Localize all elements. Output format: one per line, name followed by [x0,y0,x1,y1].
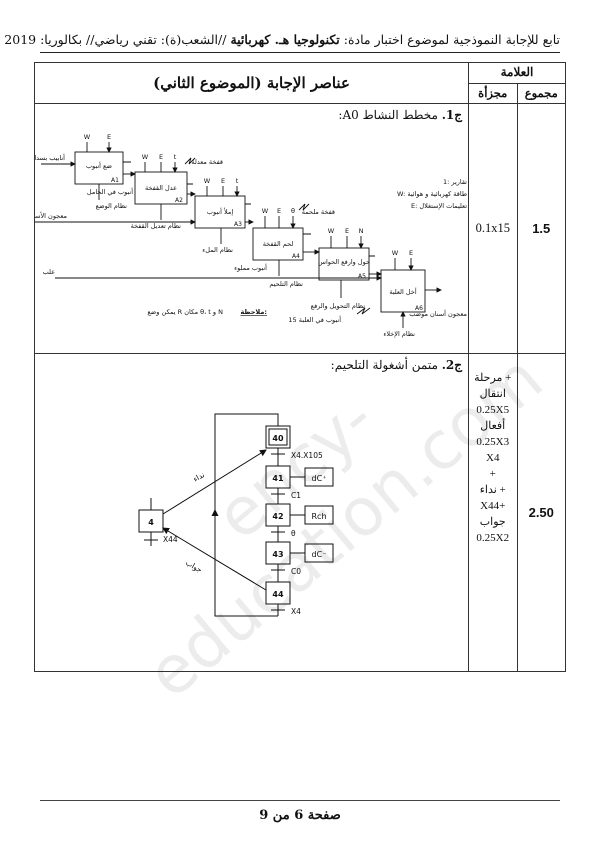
header-prefix: تابع للإجابة النموذجية لموضوع اختبار ماد… [343,32,560,47]
note-label: ملاحظة: [240,308,267,316]
step-44: 44 [272,590,284,599]
note-text: يمكن وضع R مكان θ، t و N [147,308,223,316]
answer-table: عناصر الإجابة (الموضوع الثاني) العلامة م… [34,62,566,672]
trans-c1: C1 [291,491,301,500]
step-4: 4 [148,518,154,527]
trans-x4-x105: X4.X105 [291,451,323,460]
trans-c0: C0 [291,567,301,576]
page-number: صفحة 6 من 9 [259,808,341,823]
trans-x44: X44 [163,535,178,544]
row1-content: ج1. مخطط النشاط A0: [34,103,469,354]
legend-w: W: طاقة كهربائية و هوائية [397,190,467,198]
input-paste: معجون الأسنان [35,211,67,220]
action-dc-plus: dC⁺ [312,474,327,483]
svg-text:W: W [392,249,399,257]
header-branch: //الشعب(ة): تقني رياضي// بكالوريا: 2019 [4,32,227,47]
txt-qafkha: قفخة معدلة [191,158,223,166]
trans-theta: θ [291,529,296,538]
marks-header: العلامة [468,62,566,84]
step-41: 41 [272,474,284,483]
legend-e: E: تعليمات الإستغلال [411,202,467,210]
svg-text:A5: A5 [358,273,366,280]
svg-text:A3: A3 [234,221,242,228]
svg-text:A1: A1 [111,177,119,184]
block-a3-label: إملأ أنبوب [207,207,233,216]
grafcet-diagram: 40 41 42 43 44 4 dC⁺ Rch dC⁻ X4.X105 C1 … [138,413,334,617]
svg-text:W: W [84,133,91,141]
col-partial: مجزأة [468,82,518,104]
row2-total: 2.50 [516,353,566,672]
txt-anabib: 15 أنبوب في العلبة [288,315,341,324]
answer-label: جواب [184,558,204,575]
svg-text:N: N [359,227,364,235]
block-a2-label: عدل القفخة [145,184,177,192]
txt-nizam-tadil: نظام تعديل القفخة [131,222,182,230]
svg-text:E: E [159,153,163,161]
txt-output: معجون أسنان موضب [409,309,467,318]
trans-x4: X4 [291,607,301,616]
legend-1: 1: تقارير [443,178,467,186]
svg-text:E: E [345,227,349,235]
svg-text:E: E [409,249,413,257]
step-43: 43 [272,550,283,559]
svg-text:W: W [204,177,211,185]
txt-nizam-mal: نظام الملء [202,246,233,254]
row2-partial: مرحلة + انتقال 0.25X5 أفعال 0.25X3 X4 + … [468,353,518,672]
block-a5-label: حول وارفع الحواس [318,258,370,266]
row1-total: 1.5 [516,103,566,354]
block-a4-label: لحم القفخة [263,240,294,248]
svg-text:A6: A6 [415,305,423,312]
svg-text:A4: A4 [292,253,300,260]
svg-text:θ: θ [291,207,295,215]
header-rule [40,52,560,53]
txt-nizam-talhim: نظام التلحيم [269,280,303,288]
txt-nizam-ikhla: نظام الإخلاء [383,330,415,338]
block-a5 [318,247,370,281]
svg-text:W: W [262,207,269,215]
header-subject: تكنولوجيا هـ. كهربائية [230,32,340,47]
txt-anbub-hamil: أنبوب في الحامل [87,187,133,196]
svg-text:E: E [277,207,281,215]
svg-text:W: W [142,153,149,161]
footer-rule [40,800,560,801]
action-rch: Rch [311,512,326,521]
call-label: نداء [192,470,207,484]
input-boxes: علب [43,268,56,276]
step-42: 42 [272,512,283,521]
block-a3 [194,195,246,229]
row2-content: ج2. متمن أشغولة التلحيم: [34,353,469,672]
action-dc-minus: dC⁻ [312,550,327,559]
input-tubes: أنابيب بسدادات [35,153,65,162]
svg-text:A2: A2 [175,197,183,204]
step-40: 40 [272,434,284,443]
txt-nizam-tahwil: نظام التحويل والرفع [311,302,366,310]
svg-text:t: t [236,177,239,185]
document-header: تابع للإجابة النموذجية لموضوع اختبار ماد… [4,32,560,47]
txt-anbub-mamlu: أنبوب مملوء [234,263,267,272]
activity-diagram-a0: ضع أنبوب A1 عدل القفخة A2 إملأ أنبوب A3 … [35,133,467,338]
q2-title: ج2. متمن أشغولة التلحيم: [330,358,462,372]
block-a4 [252,227,304,261]
svg-text:W: W [328,227,335,235]
q1-title: ج1. مخطط النشاط A0: [338,108,462,122]
txt-mulahama: قفخة ملحمة [302,208,335,216]
row1-partial: 0.1x15 [468,103,518,354]
svg-text:t: t [174,153,177,161]
svg-text:E: E [221,177,225,185]
col-total: مجموع [516,82,566,104]
block-a1-label: ضع أنبوب [86,161,113,170]
svg-text:E: E [107,133,111,141]
block-a6-label: أخل العلبة [389,287,417,296]
txt-nizam-wad: نظام الوضع [96,202,128,210]
answer-header: عناصر الإجابة (الموضوع الثاني) [34,62,469,104]
